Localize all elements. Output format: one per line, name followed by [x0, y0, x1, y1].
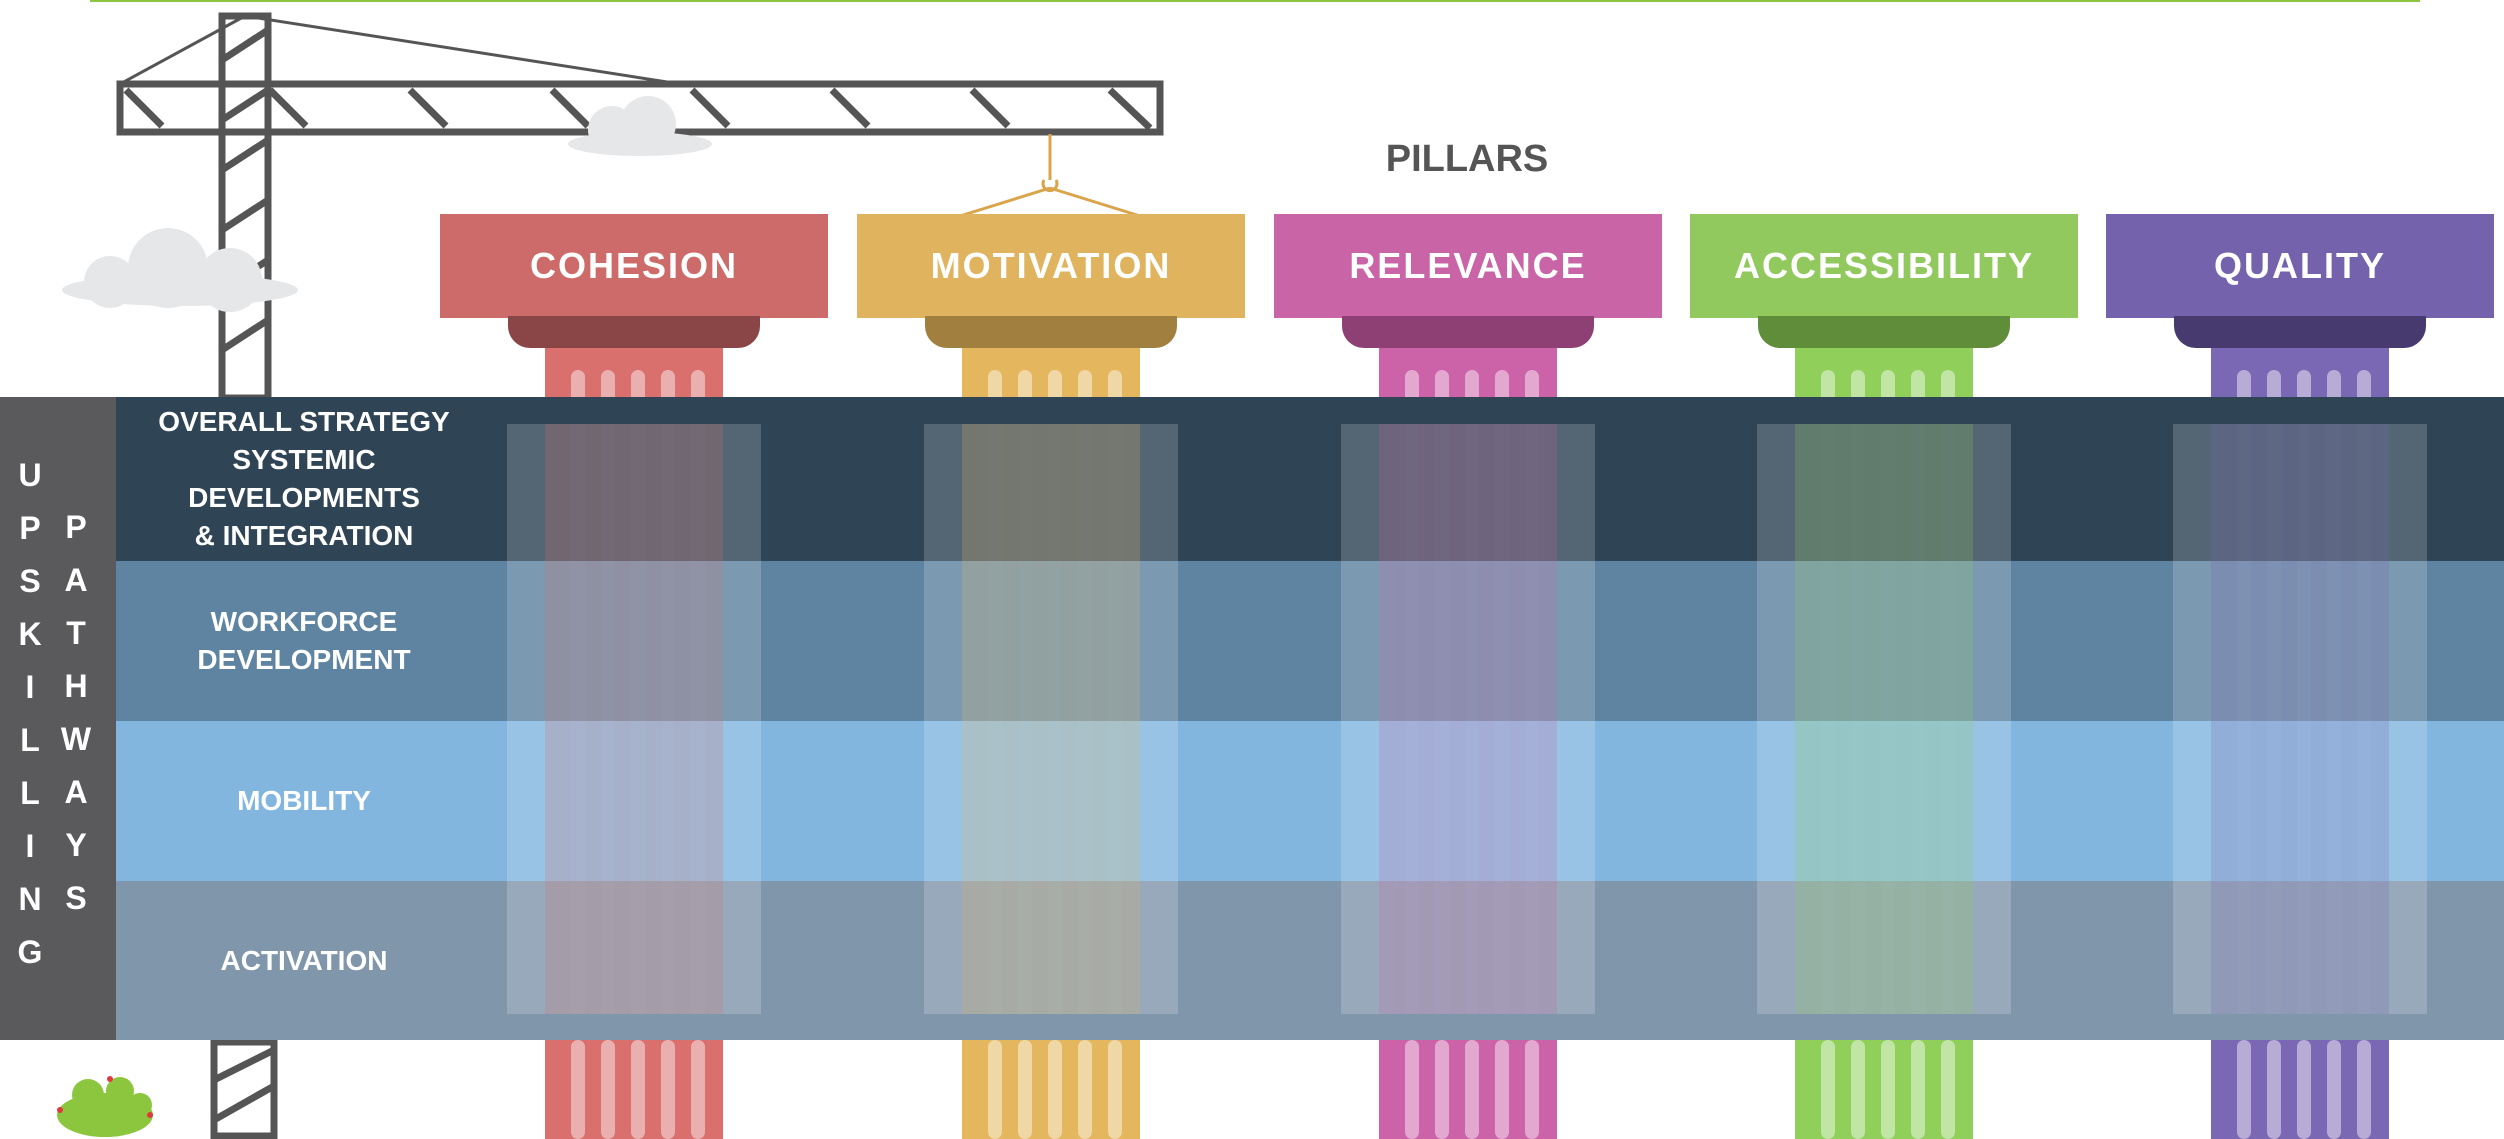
- vertical-letter: A: [64, 774, 88, 810]
- vertical-letter: W: [60, 721, 92, 757]
- pillar-shaft: [545, 348, 723, 400]
- bush-icon: [57, 1076, 153, 1137]
- band-workforce-development: [116, 561, 2504, 721]
- pillar-neck: [1342, 316, 1594, 348]
- pillar-capital-cohesion: COHESION: [440, 214, 828, 318]
- vertical-letter: P: [65, 509, 87, 545]
- band-label-mobility: MOBILITY: [237, 785, 371, 816]
- pillar-capital-quality: QUALITY: [2106, 214, 2494, 318]
- top-divider-line: [90, 0, 2420, 2]
- pillar-shaft: [1379, 1040, 1557, 1139]
- pillar-ghost-column: [924, 424, 1178, 1014]
- pillar-capital-motivation: MOTIVATION: [857, 214, 1245, 318]
- crane-illustration: [62, 12, 1164, 400]
- band-overall-strategy: [116, 397, 2504, 561]
- vertical-letter: T: [66, 615, 86, 651]
- vertical-letter: G: [17, 934, 43, 970]
- pillar-ghost-column: [1341, 424, 1595, 1014]
- vertical-letter: K: [18, 616, 42, 652]
- band-activation: [116, 881, 2504, 1040]
- vertical-letter: Y: [65, 827, 87, 863]
- vertical-letter: P: [19, 510, 41, 546]
- vertical-letter: A: [64, 562, 88, 598]
- pillar-shaft: [962, 1040, 1140, 1139]
- pillar-neck: [1758, 316, 2010, 348]
- vertical-letter: L: [20, 722, 40, 758]
- pillar-shaft: [962, 348, 1140, 400]
- pillar-shaft: [1795, 348, 1973, 400]
- vertical-letter: U: [18, 457, 42, 493]
- pillar-neck: [925, 316, 1177, 348]
- band-mobility: [116, 721, 2504, 881]
- band-label-overall-strategy: OVERALL STRATEGY SYSTEMIC DEVELOPMENTS &…: [158, 406, 450, 551]
- band-label-activation: ACTIVATION: [220, 944, 388, 976]
- crane-base: [210, 1040, 278, 1139]
- vertical-letter: H: [64, 668, 88, 704]
- pillars-title: PILLARS: [1385, 138, 1549, 180]
- pillar-shaft: [1795, 1040, 1973, 1139]
- vertical-letter: S: [19, 563, 41, 599]
- vertical-letter: I: [25, 828, 35, 864]
- pillar-shaft: [1379, 348, 1557, 400]
- pillar-shaft: [2211, 1040, 2389, 1139]
- pillar-shaft: [2211, 348, 2389, 400]
- pillar-capital-relevance: RELEVANCE: [1274, 214, 1662, 318]
- pillar-ghost-column: [2173, 424, 2427, 1014]
- pillar-neck: [508, 316, 760, 348]
- vertical-letter: N: [18, 881, 42, 917]
- vertical-letter: I: [25, 669, 35, 705]
- pillar-capital-accessibility: ACCESSIBILITY: [1690, 214, 2078, 318]
- pillar-shaft: [545, 1040, 723, 1139]
- vertical-letter: S: [65, 880, 87, 916]
- vertical-letter: L: [20, 775, 40, 811]
- pillar-ghost-column: [507, 424, 761, 1014]
- pillar-neck: [2174, 316, 2426, 348]
- pillar-ghost-column: [1757, 424, 2011, 1014]
- band-label-workforce-development: WORKFORCE DEVELOPMENT: [197, 606, 411, 675]
